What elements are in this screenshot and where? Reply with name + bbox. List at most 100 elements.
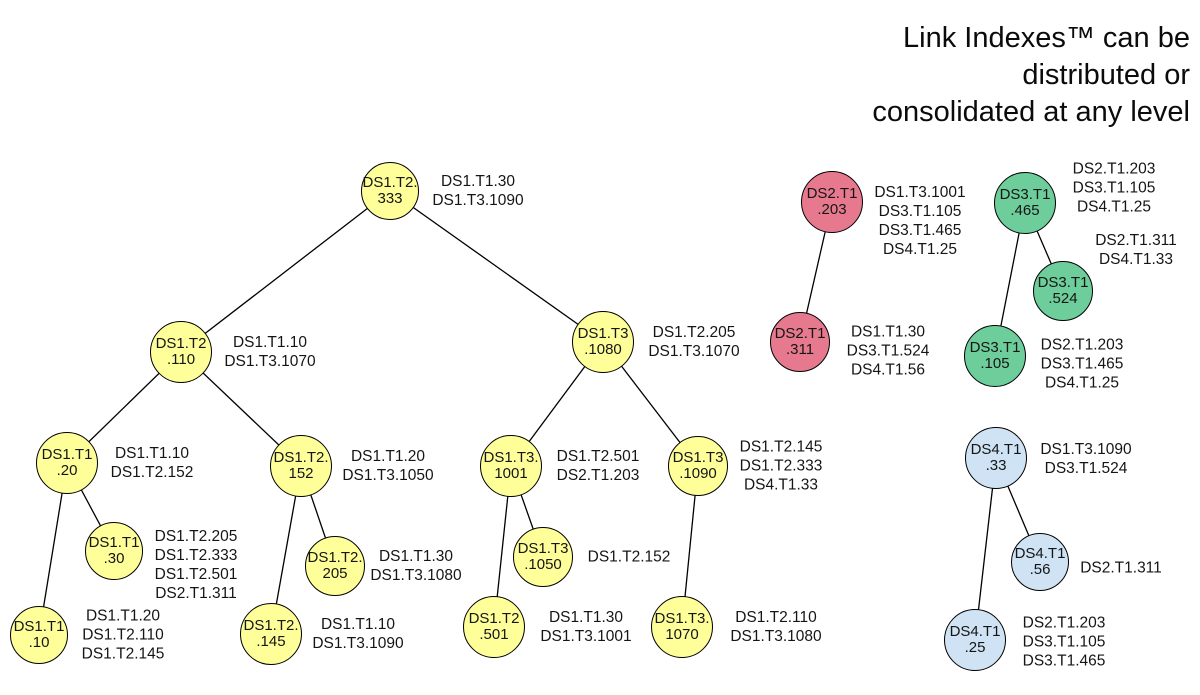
link-index-entry: DS4.T1.25 [882, 241, 958, 258]
tree-node-ds2-t1-203: DS2.T1.203 [801, 171, 863, 233]
link-index-entry: DS4.T1.33 [743, 476, 819, 494]
node-label-line2: .110 [166, 351, 196, 368]
node-label-line1: DS1.T1 [41, 445, 93, 463]
node-label-line2: .1050 [524, 556, 562, 573]
tree-node-ds1-t2-333: DS1.T2.333 [361, 162, 419, 220]
link-index-entry: DS1.T2.145 [81, 645, 165, 663]
link-index-entry: DS2.T1.311 [1080, 559, 1162, 577]
node-label-line2: .10 [28, 634, 50, 651]
tree-node-ds1-t1-20: DS1.T1.20 [36, 432, 98, 494]
node-label-line1: DS1.T3. [654, 609, 710, 627]
link-index-entry: DS3.T1.105 [1022, 633, 1106, 651]
node-label-line2: .311 [785, 341, 815, 358]
link-index-entry: DS2.T1.203 [1022, 614, 1106, 632]
node-label-line2: 333 [377, 190, 403, 207]
node-label-line1: DS4.T1 [1014, 544, 1066, 562]
tree-edge-ds1-t2-333--ds1-t3-1080 [389, 190, 604, 343]
link-index-entry: DS3.T1.465 [1040, 355, 1124, 373]
link-index-entry: DS1.T2.152 [110, 464, 194, 481]
link-index-entry: DS3.T1.524 [846, 342, 930, 360]
node-label-line1: DS1.T2. [243, 616, 299, 634]
node-label-line1: DS1.T3. [483, 448, 539, 466]
link-index-entry: DS1.T1.10 [232, 334, 308, 351]
link-index-entry: DS1.T1.30 [850, 323, 926, 341]
link-index-entry: DS1.T3.1090 [1040, 441, 1132, 458]
node-label-line2: .145 [256, 633, 286, 650]
tree-node-ds3-t1-465: DS3.T1.465 [994, 172, 1056, 234]
node-label-line2: .524 [1048, 290, 1078, 307]
link-index-entry: DS1.T3.1001 [874, 184, 966, 201]
node-label-line2: .501 [479, 626, 509, 643]
link-index-entry: DS1.T1.10 [114, 445, 190, 462]
tree-node-ds1-t3-1001: DS1.T3.1001 [480, 435, 542, 497]
diagram-title-line: distributed or [1022, 59, 1190, 91]
node-label-line2: .105 [980, 355, 1010, 372]
node-label-line2: 1070 [665, 626, 699, 643]
diagram-title-line: Link Indexes™ can be [903, 22, 1190, 54]
link-index-entry: DS1.T1.20 [350, 448, 426, 465]
link-index-entry: DS3.T1.465 [1022, 652, 1106, 670]
node-label-line2: .203 [817, 201, 847, 218]
tree-node-ds1-t3-1080: DS1.T3.1080 [572, 311, 634, 373]
node-label-line1: DS1.T2. [307, 548, 363, 566]
link-index-entry: DS1.T2.501 [154, 566, 238, 583]
node-label-line1: DS2.T1 [774, 324, 826, 342]
link-index-entry: DS3.T1.105 [1072, 179, 1156, 197]
link-index-entry: DS1.T2.333 [739, 457, 823, 475]
link-index-entry: DS1.T1.10 [320, 616, 396, 633]
node-label-line2: .25 [964, 639, 986, 656]
link-index-entry: DS3.T1.465 [878, 222, 962, 239]
node-label-line1: DS1.T3 [672, 448, 724, 466]
link-index-entry: DS1.T1.20 [85, 607, 161, 625]
node-label-line1: DS1.T1 [13, 617, 65, 635]
node-label-line2: .1080 [584, 341, 622, 358]
link-index-entry: DS1.T2.333 [154, 547, 238, 564]
link-index-entry: DS1.T2.152 [587, 548, 671, 566]
tree-node-ds1-t3-1090: DS1.T3.1090 [668, 436, 728, 496]
link-index-entry: DS1.T1.30 [378, 548, 454, 565]
node-label-line2: .33 [985, 457, 1007, 474]
link-index-entry: DS1.T3.1080 [730, 628, 822, 645]
node-label-line2: .56 [1029, 561, 1051, 578]
link-index-entry: DS4.T1.25 [1076, 198, 1152, 216]
link-index-entry: DS1.T3.1090 [432, 192, 524, 209]
link-index-annotation-ds1-t3-1050: DS1.T2.152 [588, 548, 671, 567]
node-label-line1: DS1.T2. [362, 173, 418, 191]
node-label-line2: 1001 [494, 465, 528, 482]
node-label-line1: DS4.T1 [970, 440, 1022, 458]
tree-node-ds2-t1-311: DS2.T1.311 [770, 312, 830, 372]
link-index-entry: DS2.T1.203 [1040, 336, 1124, 354]
tree-node-ds1-t1-30: DS1.T1.30 [85, 522, 143, 580]
node-label-line1: DS1.T3 [577, 324, 629, 342]
tree-node-ds4-t1-25: DS4.T1.25 [944, 609, 1006, 671]
link-index-entry: DS3.T1.105 [878, 203, 962, 220]
tree-node-ds3-t1-524: DS3.T1.524 [1033, 261, 1093, 321]
link-index-entry: DS1.T3.1001 [540, 628, 632, 645]
link-index-entry: DS1.T2.501 [556, 448, 640, 465]
tree-node-ds4-t1-33: DS4.T1.33 [965, 427, 1027, 489]
node-label-line1: DS3.T1 [1037, 273, 1089, 291]
link-index-entry: DS1.T1.30 [440, 173, 516, 190]
link-index-entry: DS1.T3.1070 [224, 353, 316, 370]
link-index-entry: DS3.T1.524 [1044, 460, 1128, 477]
tree-node-ds1-t2-152: DS1.T2.152 [270, 435, 332, 497]
tree-node-ds1-t2-205: DS1.T2.205 [305, 536, 365, 596]
node-label-line1: DS1.T2 [155, 334, 207, 352]
link-index-entry: DS1.T3.1050 [342, 467, 434, 484]
link-index-entry: DS1.T2.145 [739, 438, 823, 456]
link-index-entry: DS1.T3.1090 [312, 635, 404, 652]
tree-node-ds3-t1-105: DS3.T1.105 [964, 325, 1026, 387]
link-index-entry: DS1.T2.110 [82, 626, 164, 644]
link-index-annotation-ds4-t1-56: DS2.T1.311 [1080, 559, 1162, 578]
